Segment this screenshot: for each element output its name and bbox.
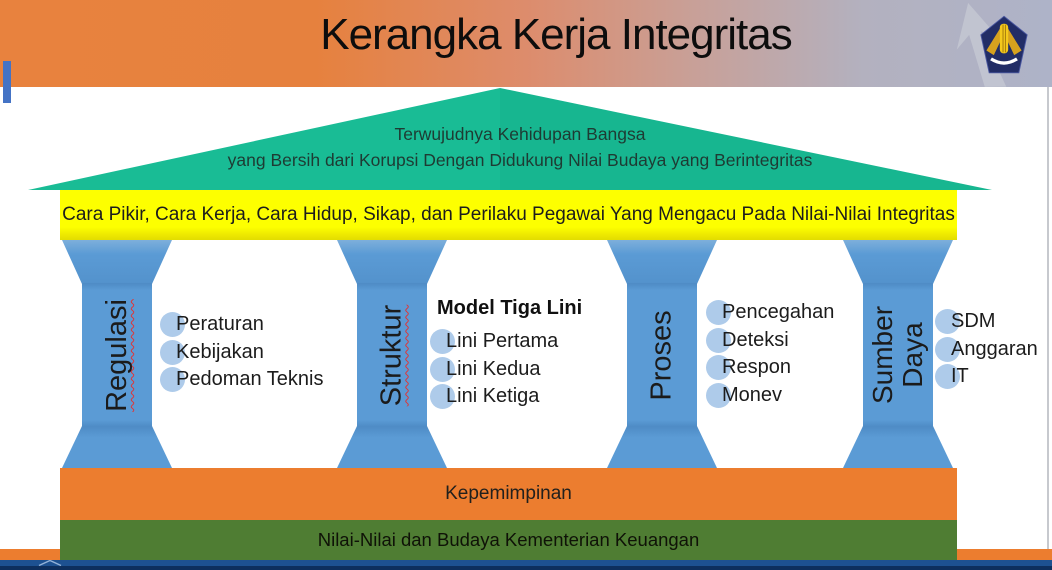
pillar-proses-label: Proses <box>645 309 678 401</box>
list-item: Pencegahan <box>705 299 834 327</box>
pillar-sumber-daya-capital <box>843 240 953 284</box>
list-item: Peraturan <box>160 311 324 339</box>
struktur-list-heading: Model Tiga Lini <box>437 297 583 319</box>
bottom-navy-strip <box>0 566 1052 570</box>
list-item: Lini Kedua <box>429 356 558 384</box>
sumber-daya-list: SDM Anggaran IT <box>935 308 1038 391</box>
beam-text: Cara Pikir, Cara Kerja, Cara Hidup, Sika… <box>62 204 955 225</box>
pillar-regulasi-capital <box>62 240 172 284</box>
regulasi-list: Peraturan Kebijakan Pedoman Teknis <box>160 311 324 394</box>
roof-text: Terwujudnya Kehidupan Bangsa yang Bersih… <box>70 121 970 173</box>
kemenkeu-logo-icon <box>980 15 1028 74</box>
list-item: Deteksi <box>705 327 834 355</box>
list-item: Lini Pertama <box>429 328 558 356</box>
slide-right-border <box>1047 87 1049 549</box>
list-item: IT <box>935 363 1038 391</box>
pillar-sumber-daya-base <box>843 426 953 468</box>
struktur-list: Lini Pertama Lini Kedua Lini Ketiga <box>429 328 558 411</box>
proses-list: Pencegahan Deteksi Respon Monev <box>705 299 834 410</box>
pillar-proses-base <box>607 426 717 468</box>
list-item: Anggaran <box>935 336 1038 364</box>
pillar-regulasi-label: Regulasi <box>100 298 133 412</box>
list-item: Pedoman Teknis <box>160 366 324 394</box>
slide-header: Kerangka Kerja Integritas <box>0 0 1052 87</box>
left-edge-marker <box>3 61 11 103</box>
pillar-regulasi-base <box>62 426 172 468</box>
leadership-label: Kepemimpinan <box>445 483 572 504</box>
roof-line2: yang Bersih dari Korupsi Dengan Didukung… <box>227 150 813 170</box>
list-item: Monev <box>705 382 834 410</box>
pillar-sumber-daya-label: Sumber Daya <box>867 305 929 405</box>
chevron-up-icon[interactable] <box>38 560 62 566</box>
bottom-blue-strip <box>0 560 1052 566</box>
pillar-proses-shaft <box>627 283 697 427</box>
leadership-bar: Kepemimpinan <box>60 468 957 520</box>
pillar-struktur-base <box>337 426 447 468</box>
values-label: Nilai-Nilai dan Budaya Kementerian Keuan… <box>317 529 700 550</box>
pillar-struktur-label: Struktur <box>375 304 408 406</box>
roof-line1: Terwujudnya Kehidupan Bangsa <box>394 124 646 144</box>
pillar-proses-capital <box>607 240 717 284</box>
integrity-beam: Cara Pikir, Cara Kerja, Cara Hidup, Sika… <box>60 190 957 240</box>
pillar-sumber-daya-shaft <box>863 283 933 427</box>
pillar-regulasi-shaft <box>82 283 152 427</box>
list-item: Respon <box>705 354 834 382</box>
pillar-struktur-shaft <box>357 283 427 427</box>
list-item: SDM <box>935 308 1038 336</box>
roof-triangle <box>28 88 992 190</box>
page-title: Kerangka Kerja Integritas <box>320 10 793 59</box>
values-bar: Nilai-Nilai dan Budaya Kementerian Keuan… <box>60 520 957 560</box>
list-item: Kebijakan <box>160 339 324 367</box>
pillar-struktur-capital <box>337 240 447 284</box>
list-item: Lini Ketiga <box>429 383 558 411</box>
